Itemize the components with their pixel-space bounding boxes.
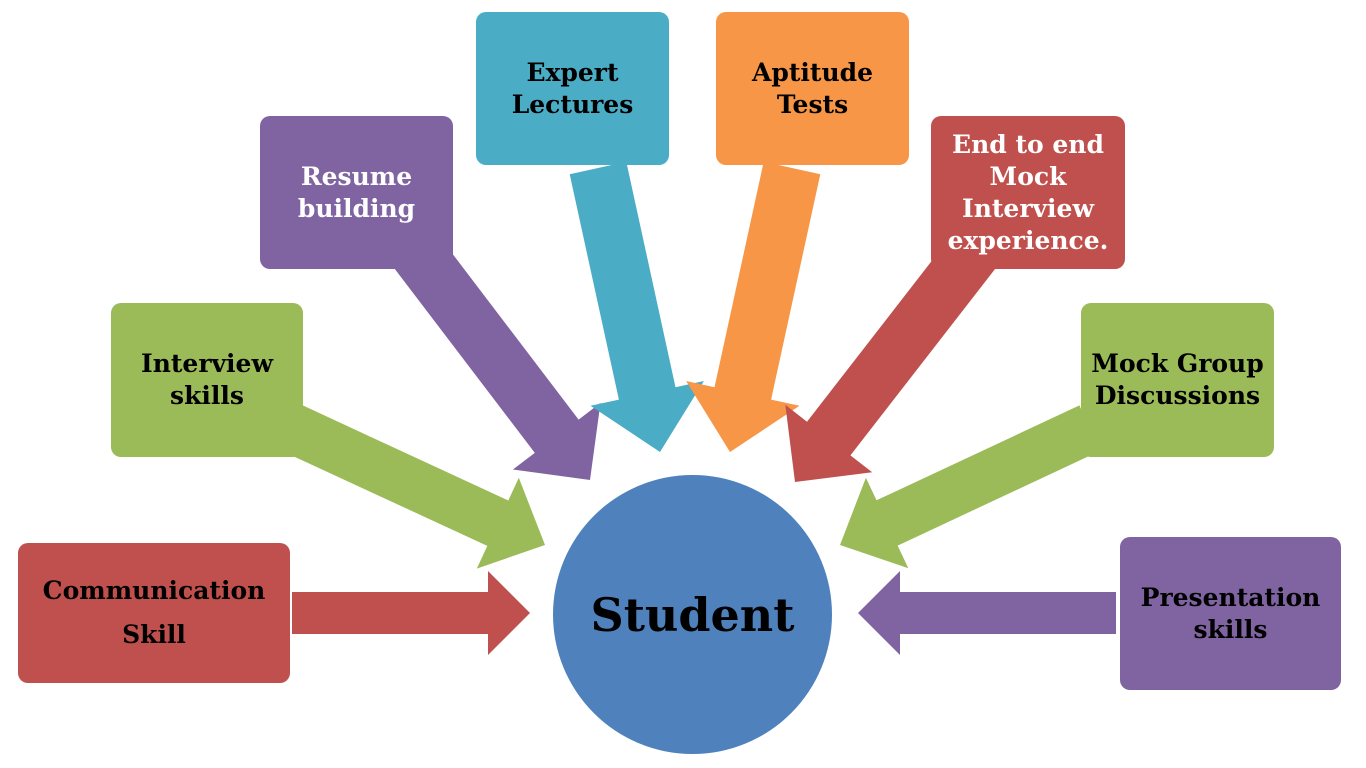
- arrow-interview: [281, 405, 545, 569]
- node-label: Resume building: [297, 161, 416, 223]
- node-presentation-skills: Presentation skills: [1120, 537, 1341, 690]
- center-label: Student: [590, 587, 795, 642]
- arrow-communication: [292, 571, 530, 655]
- arrow-resume: [393, 233, 601, 480]
- node-label: End to end Mock Interview experience.: [947, 129, 1109, 255]
- node-communication-skill: Communication Skill: [18, 543, 290, 683]
- center-node-student: Student: [553, 475, 832, 754]
- node-label: Presentation skills: [1140, 582, 1321, 644]
- node-resume-building: Resume building: [260, 116, 453, 269]
- arrow-mockgroup: [840, 405, 1101, 569]
- node-mock-interview-experience: End to end Mock Interview experience.: [931, 116, 1125, 269]
- node-mock-group-discussions: Mock Group Discussions: [1081, 303, 1274, 457]
- node-label: Interview skills: [141, 349, 273, 410]
- arrow-presentation: [858, 571, 1116, 655]
- node-label: Communication Skill: [42, 576, 266, 649]
- node-label: Mock Group Discussions: [1091, 349, 1264, 410]
- node-expert-lectures: Expert Lectures: [476, 12, 669, 165]
- node-interview-skills: Interview skills: [111, 303, 303, 457]
- arrow-aptitude: [686, 161, 821, 453]
- arrow-endtoend: [785, 233, 997, 482]
- arrow-expert: [569, 161, 704, 453]
- node-label: Aptitude Tests: [751, 57, 874, 119]
- node-aptitude-tests: Aptitude Tests: [716, 12, 909, 165]
- node-label: Expert Lectures: [511, 57, 634, 119]
